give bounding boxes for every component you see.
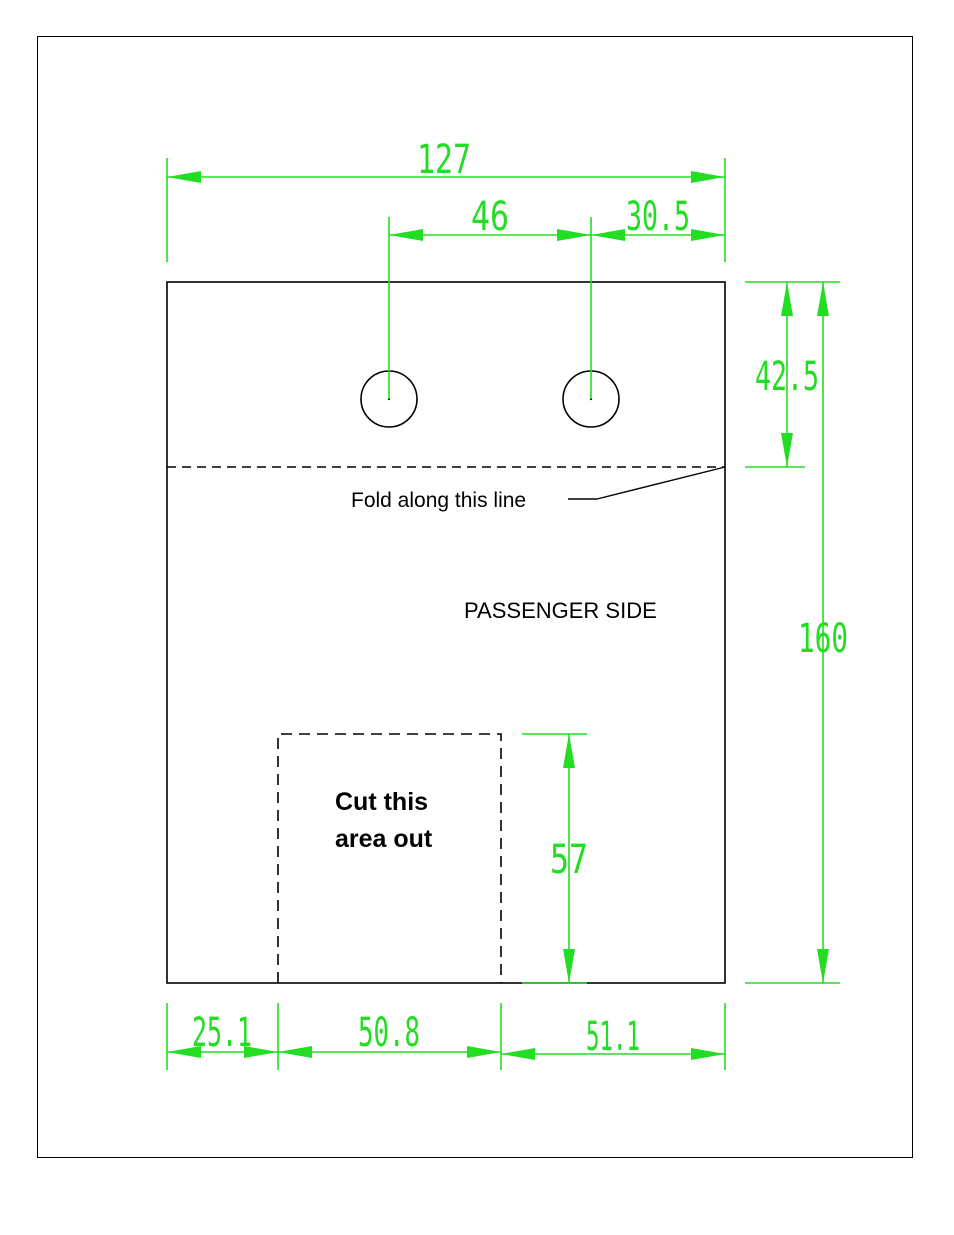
dim-hole-to-edge: 30.5 (626, 194, 690, 240)
dim-cutout-width: 50.8 (358, 1010, 420, 1056)
cutout-label-line2: area out (335, 825, 433, 853)
dim-hole-spacing: 46 (471, 194, 509, 240)
dim-right-margin: 51.1 (586, 1014, 640, 1060)
cutout-label-line1: Cut this (335, 788, 428, 816)
dim-cutout-height: 57 (550, 837, 588, 883)
dim-overall-width: 127 (417, 137, 471, 183)
fold-label: Fold along this line (351, 489, 526, 512)
dim-overall-height: 160 (798, 616, 848, 662)
part-outline (167, 282, 725, 983)
passenger-side-label: PASSENGER SIDE (464, 598, 657, 623)
dim-fold-offset: 42.5 (755, 354, 819, 400)
fold-leader-slant (597, 467, 725, 499)
dim-left-margin: 25.1 (192, 1010, 252, 1056)
cutout-outline (278, 734, 501, 983)
